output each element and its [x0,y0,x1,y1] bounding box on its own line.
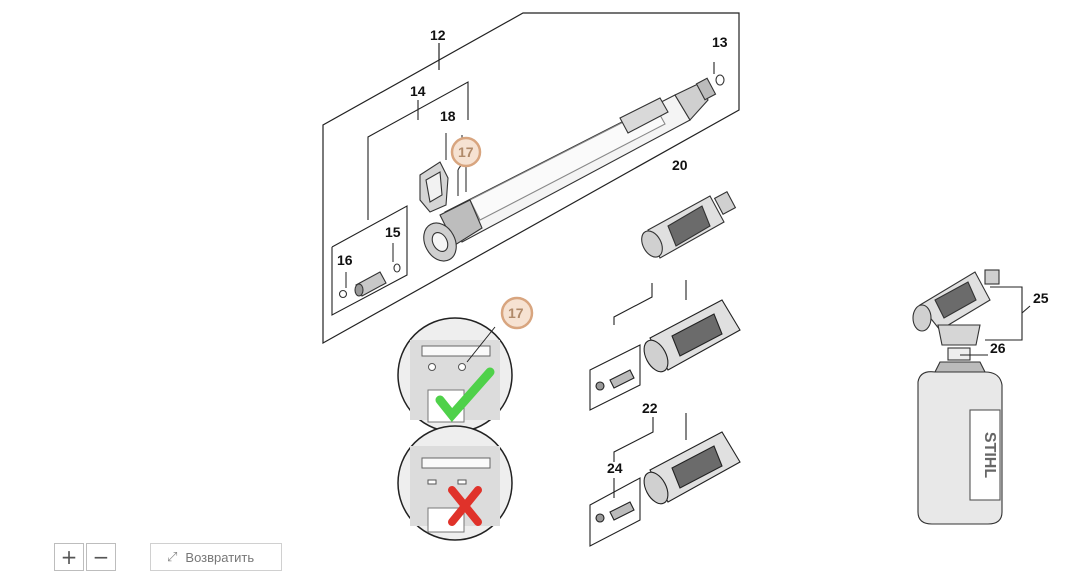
zoom-controls: + − [54,543,116,571]
part-number-25: 25 [1033,290,1049,306]
part-number-14: 14 [410,83,426,99]
nozzle-group-middle [589,280,741,411]
small-parts-15-16 [338,243,401,299]
group-frame-12 [322,12,740,345]
zoom-in-button[interactable]: + [54,543,84,571]
part-number-22: 22 [642,400,658,416]
expand-arrow-icon: ⤢ [167,549,178,565]
part-number-17-a: 17 [458,144,474,160]
part-number-16: 16 [337,252,353,268]
highlight-ring-17-a [450,136,482,168]
reset-view-button[interactable]: ⤢ Возвратить [150,543,282,571]
check-icon [435,367,495,422]
cross-icon [448,486,482,526]
lance-tube [423,62,725,262]
part-number-12: 12 [430,27,446,43]
part-number-15: 15 [385,224,401,240]
part-number-17-b: 17 [508,305,524,321]
group-frame-14 [331,81,469,316]
part-number-24: 24 [607,460,623,476]
bottle-brand-text: STIHL [981,432,998,478]
detail-incorrect [397,425,513,541]
zoom-out-button[interactable]: − [86,543,116,571]
nozzle-20 [641,191,737,259]
nozzle-group-22 [589,413,741,547]
part-number-13: 13 [712,34,728,50]
part-number-18: 18 [440,108,456,124]
detail-correct [397,317,513,433]
part-number-20: 20 [672,157,688,173]
highlight-ring-17-b [500,296,534,330]
part-number-26: 26 [990,340,1006,356]
reset-view-label: Возвратить [185,549,255,565]
foam-bottle-25-26 [912,269,1031,525]
